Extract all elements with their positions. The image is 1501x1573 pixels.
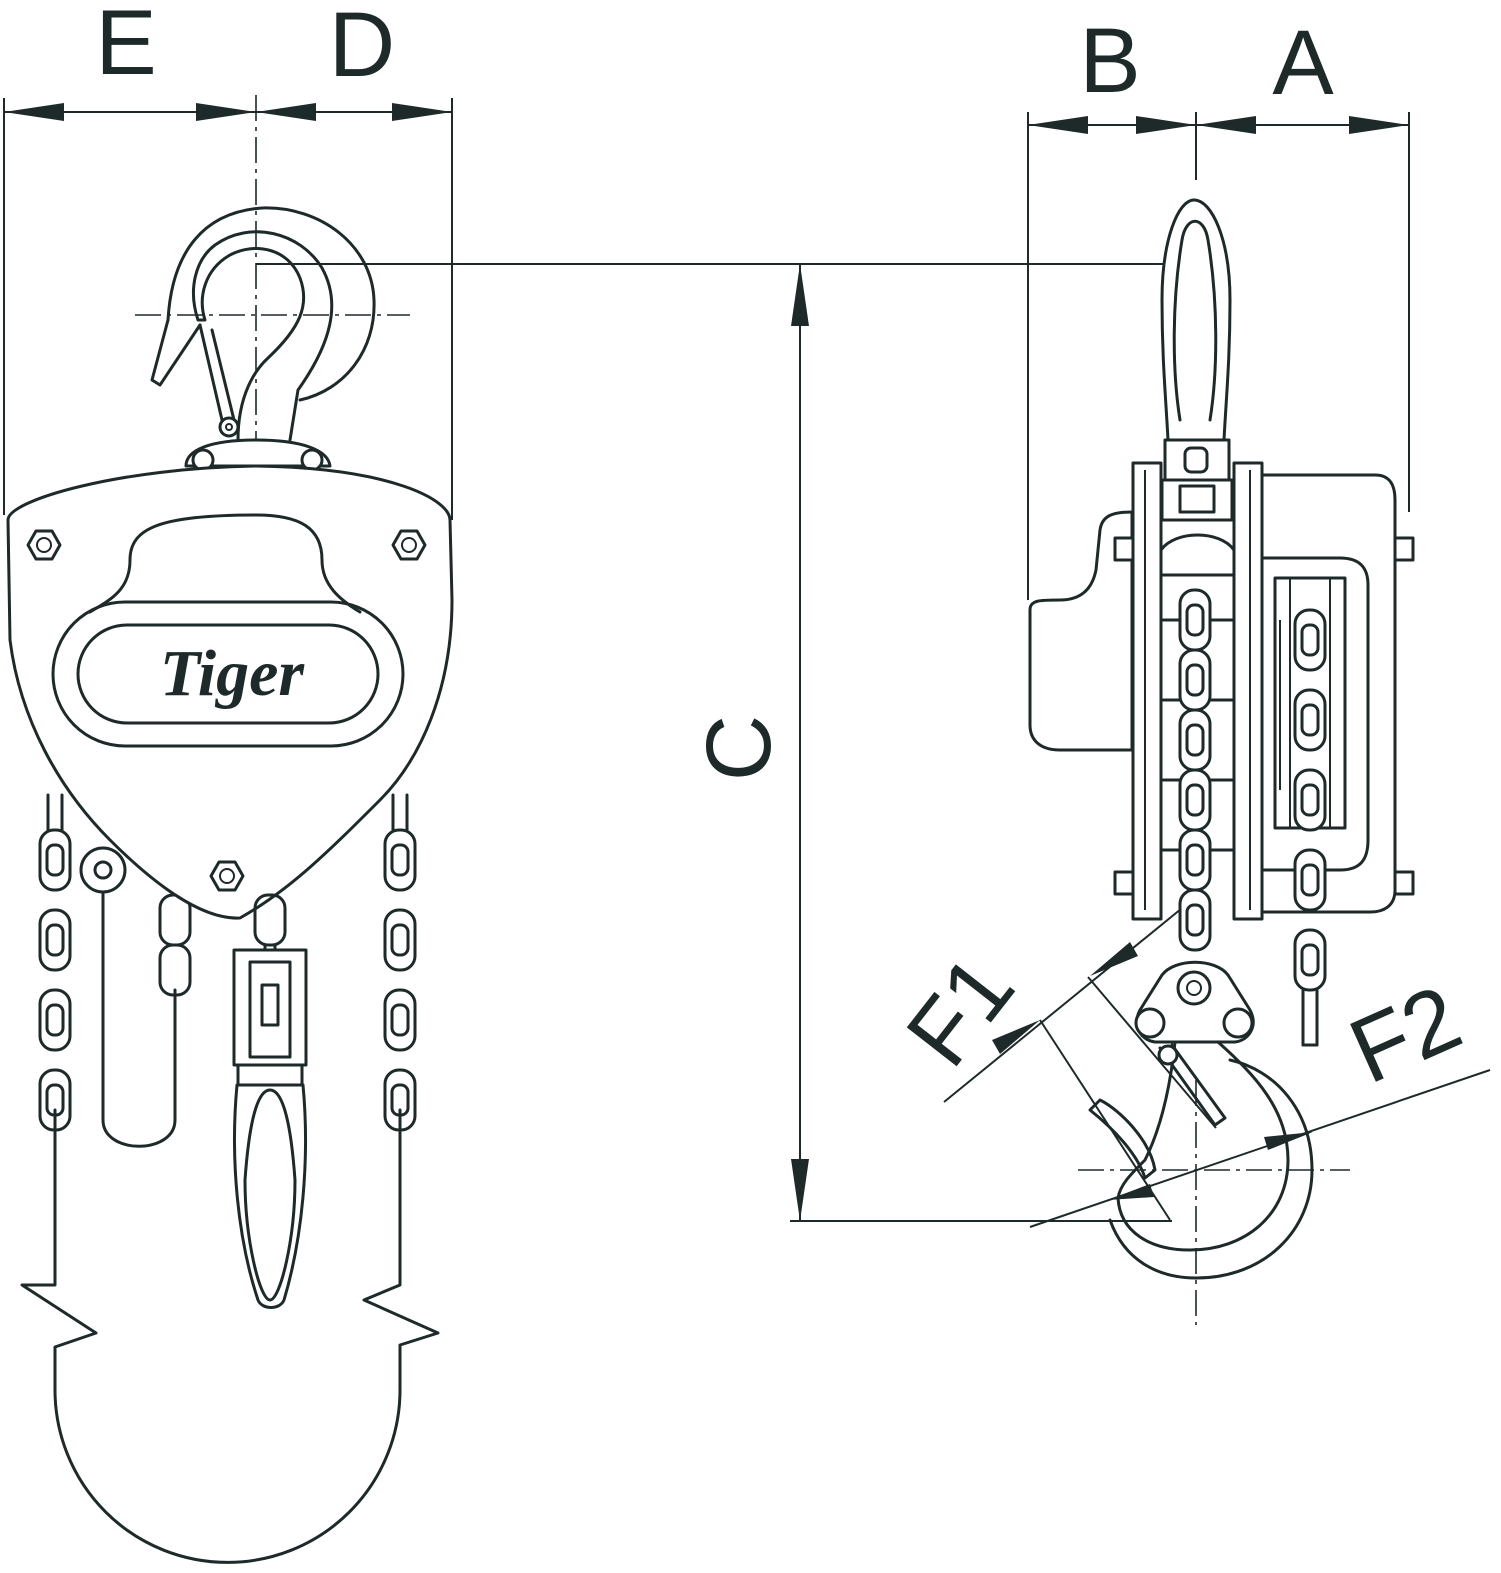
dimension-label-d: D — [329, 0, 395, 96]
dimension-label-a: A — [1272, 12, 1334, 114]
front-hand-chain-left — [38, 793, 72, 1132]
side-bottom-hook — [1078, 960, 1350, 1325]
dimension-label-b: B — [1079, 10, 1140, 112]
side-housing — [1028, 461, 1415, 921]
brand-logo: Tiger — [160, 637, 305, 710]
side-hand-chain — [1293, 608, 1327, 1047]
side-view — [1028, 198, 1415, 1325]
chain-loop — [20, 1108, 440, 1564]
front-hand-chain-right — [383, 793, 417, 1132]
bottom-hook-front — [232, 948, 308, 1309]
dimension-label-f1: F1 — [887, 937, 1033, 1084]
dimension-lines — [3, 95, 1491, 1228]
front-view: Tiger — [6, 206, 454, 1564]
dimension-label-c: C — [688, 715, 790, 781]
side-load-chain — [1178, 588, 1212, 952]
chain-anchor — [79, 846, 192, 1148]
side-top-hook — [1160, 198, 1234, 522]
dimension-label-e: E — [95, 0, 156, 94]
hoist-body: Tiger — [6, 464, 454, 920]
top-hook — [135, 206, 410, 472]
